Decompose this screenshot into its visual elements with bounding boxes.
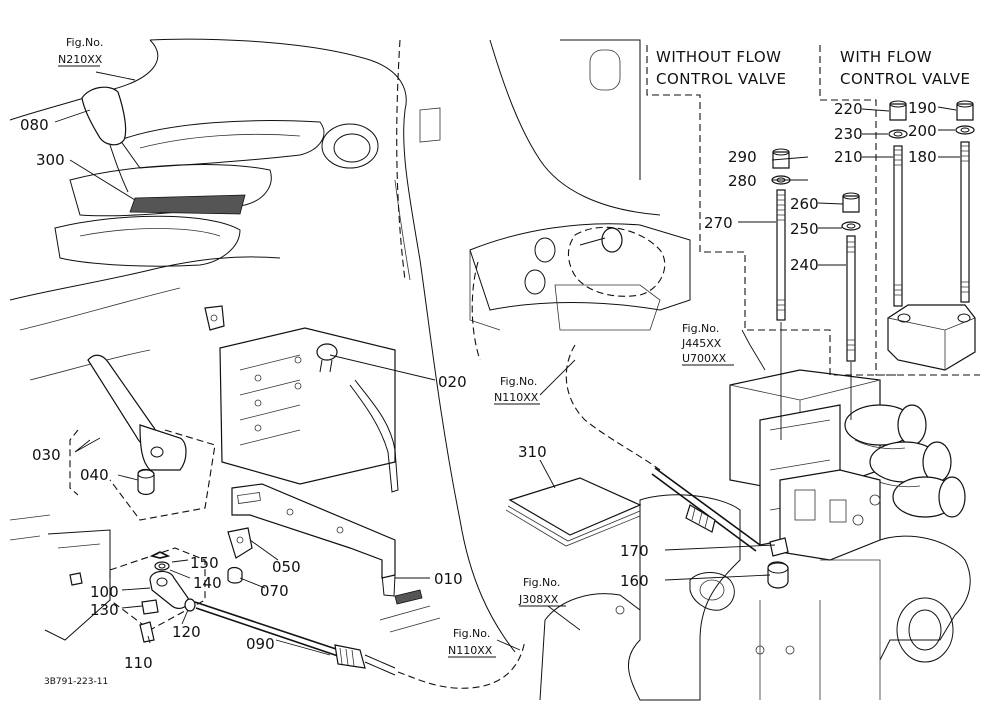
studs-without-fcv — [771, 148, 861, 440]
fig-ref-code: J445XX — [681, 337, 722, 350]
part-label-200: 200 — [908, 122, 937, 140]
part-label-070: 070 — [260, 582, 289, 600]
fig-ref-code-alt: U700XX — [682, 352, 727, 365]
part-label-010: 010 — [434, 570, 463, 588]
figure-ref-n110-lower: Fig.No. N110XX — [448, 627, 496, 658]
tractor-panel — [469, 39, 691, 471]
part-number-labels: 080 300 030 040 020 050 070 010 150 140 … — [20, 99, 937, 672]
part-label-020: 020 — [438, 373, 467, 391]
owners-manual — [505, 477, 642, 547]
cable-end-assembly — [109, 547, 206, 643]
fig-ref-label: Fig.No. — [500, 375, 537, 388]
part-label-280: 280 — [728, 172, 757, 190]
part-label-260: 260 — [790, 195, 819, 213]
part-label-170: 170 — [620, 542, 649, 560]
with-fcv-line2: CONTROL VALVE — [840, 70, 971, 88]
part-label-080: 080 — [20, 116, 49, 134]
part-label-030: 030 — [32, 446, 61, 464]
control-valve — [651, 369, 966, 589]
part-label-150: 150 — [190, 554, 219, 572]
part-label-240: 240 — [790, 256, 819, 274]
studs-with-fcv — [887, 100, 976, 371]
variant-boxes — [646, 45, 980, 376]
variant-headers: WITHOUT FLOW CONTROL VALVE WITH FLOW CON… — [656, 48, 971, 88]
control-lever — [69, 86, 216, 521]
part-label-210: 210 — [834, 148, 863, 166]
part-label-140: 140 — [193, 574, 222, 592]
part-label-160: 160 — [620, 572, 649, 590]
fig-ref-code: N110XX — [448, 644, 493, 657]
fig-ref-label: Fig.No. — [453, 627, 490, 640]
bracket-plate — [204, 305, 399, 493]
hydraulic-housing — [539, 494, 971, 701]
part-label-120: 120 — [172, 623, 201, 641]
part-label-130: 130 — [90, 601, 119, 619]
figure-ref-j445: Fig.No. J445XX U700XX — [681, 322, 734, 366]
part-label-310: 310 — [518, 443, 547, 461]
without-fcv-line2: CONTROL VALVE — [656, 70, 787, 88]
leader-lines — [54, 71, 960, 656]
fig-ref-label: Fig.No. — [66, 36, 103, 49]
drawing-code: 3B791-223-11 — [44, 677, 108, 687]
part-label-110: 110 — [124, 654, 153, 672]
part-label-300: 300 — [36, 151, 65, 169]
figure-ref-j308: Fig.No. J308XX — [518, 576, 566, 607]
part-label-180: 180 — [908, 148, 937, 166]
control-cable — [9, 514, 526, 689]
fig-ref-label: Fig.No. — [523, 576, 560, 589]
part-label-290: 290 — [728, 148, 757, 166]
part-label-100: 100 — [90, 583, 119, 601]
figure-ref-n210: Fig.No. N210XX — [58, 36, 103, 67]
cable-bracket — [227, 483, 396, 597]
part-label-220: 220 — [834, 100, 863, 118]
with-fcv-line1: WITH FLOW — [840, 48, 932, 66]
part-label-230: 230 — [834, 125, 863, 143]
fig-ref-code: N210XX — [58, 53, 103, 66]
figure-ref-n110-upper: Fig.No. N110XX — [494, 375, 540, 405]
part-label-270: 270 — [704, 214, 733, 232]
part-label-190: 190 — [908, 99, 937, 117]
part-label-040: 040 — [80, 466, 109, 484]
part-label-250: 250 — [790, 220, 819, 238]
console-panel — [9, 38, 516, 653]
fig-ref-code: N110XX — [494, 391, 539, 404]
without-fcv-line1: WITHOUT FLOW — [656, 48, 782, 66]
fig-ref-label: Fig.No. — [682, 322, 719, 335]
part-label-050: 050 — [272, 558, 301, 576]
part-label-090: 090 — [246, 635, 275, 653]
fig-ref-code: J308XX — [518, 593, 559, 606]
